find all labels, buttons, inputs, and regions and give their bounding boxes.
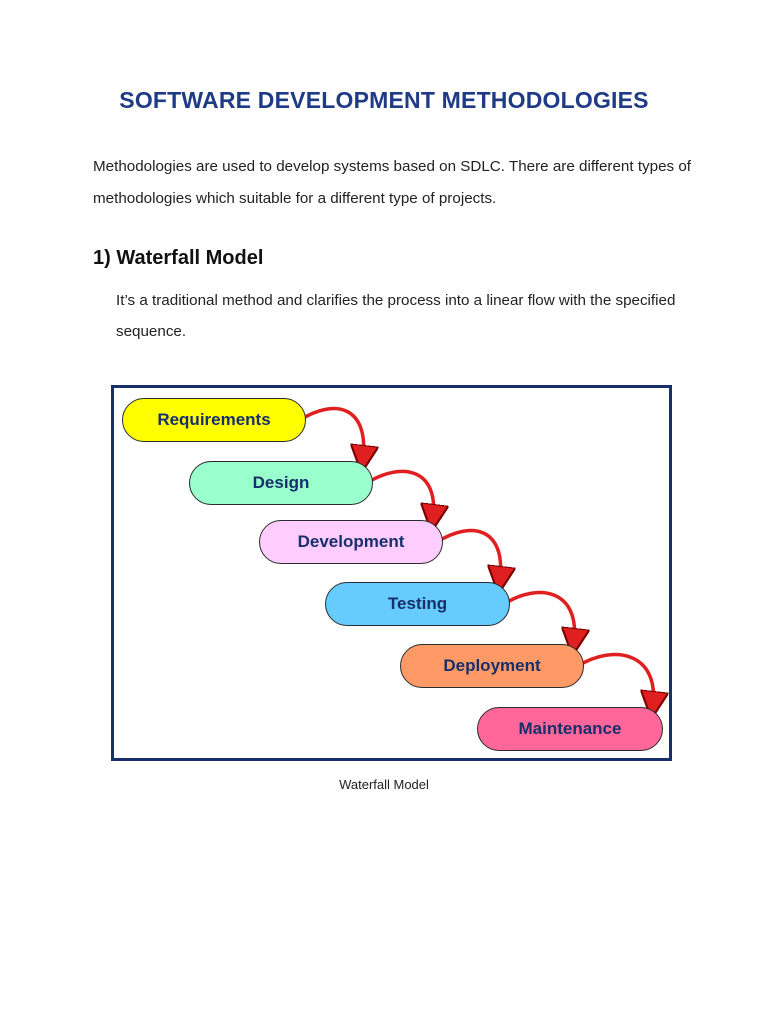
stage-requirements: Requirements [122, 398, 306, 442]
stage-arrows [299, 406, 675, 764]
arrow-design-to-development [366, 469, 434, 518]
stage-maintenance-label: Maintenance [518, 719, 622, 738]
section-heading-waterfall: 1) Waterfall Model [93, 247, 264, 269]
stage-design-label: Design [252, 473, 310, 492]
stage-deployment: Deployment [400, 644, 584, 688]
stage-testing: Testing [325, 582, 510, 626]
arrow-requirements-to-design [299, 406, 364, 459]
stage-deployment-label: Deployment [443, 656, 541, 675]
stage-requirements-label: Requirements [157, 410, 271, 429]
stage-development-label: Development [297, 532, 405, 551]
figure-caption: Waterfall Model [339, 777, 429, 792]
section-paragraph-waterfall: It’s a traditional method and clarifies … [116, 292, 676, 340]
stage-testing-label: Testing [387, 594, 448, 613]
arrow-testing-to-deployment [503, 590, 575, 642]
intro-paragraph: Methodologies are used to develop system… [93, 158, 692, 207]
stage-development: Development [259, 520, 443, 564]
arrow-deployment-to-maintenance [577, 652, 654, 705]
page-title: SOFTWARE DEVELOPMENT METHODOLOGIES [119, 87, 649, 113]
stage-design: Design [189, 461, 373, 505]
stage-maintenance: Maintenance [477, 707, 663, 751]
waterfall-diagram: Requirements Design Development Testing … [111, 385, 672, 761]
arrow-development-to-testing [436, 528, 501, 580]
